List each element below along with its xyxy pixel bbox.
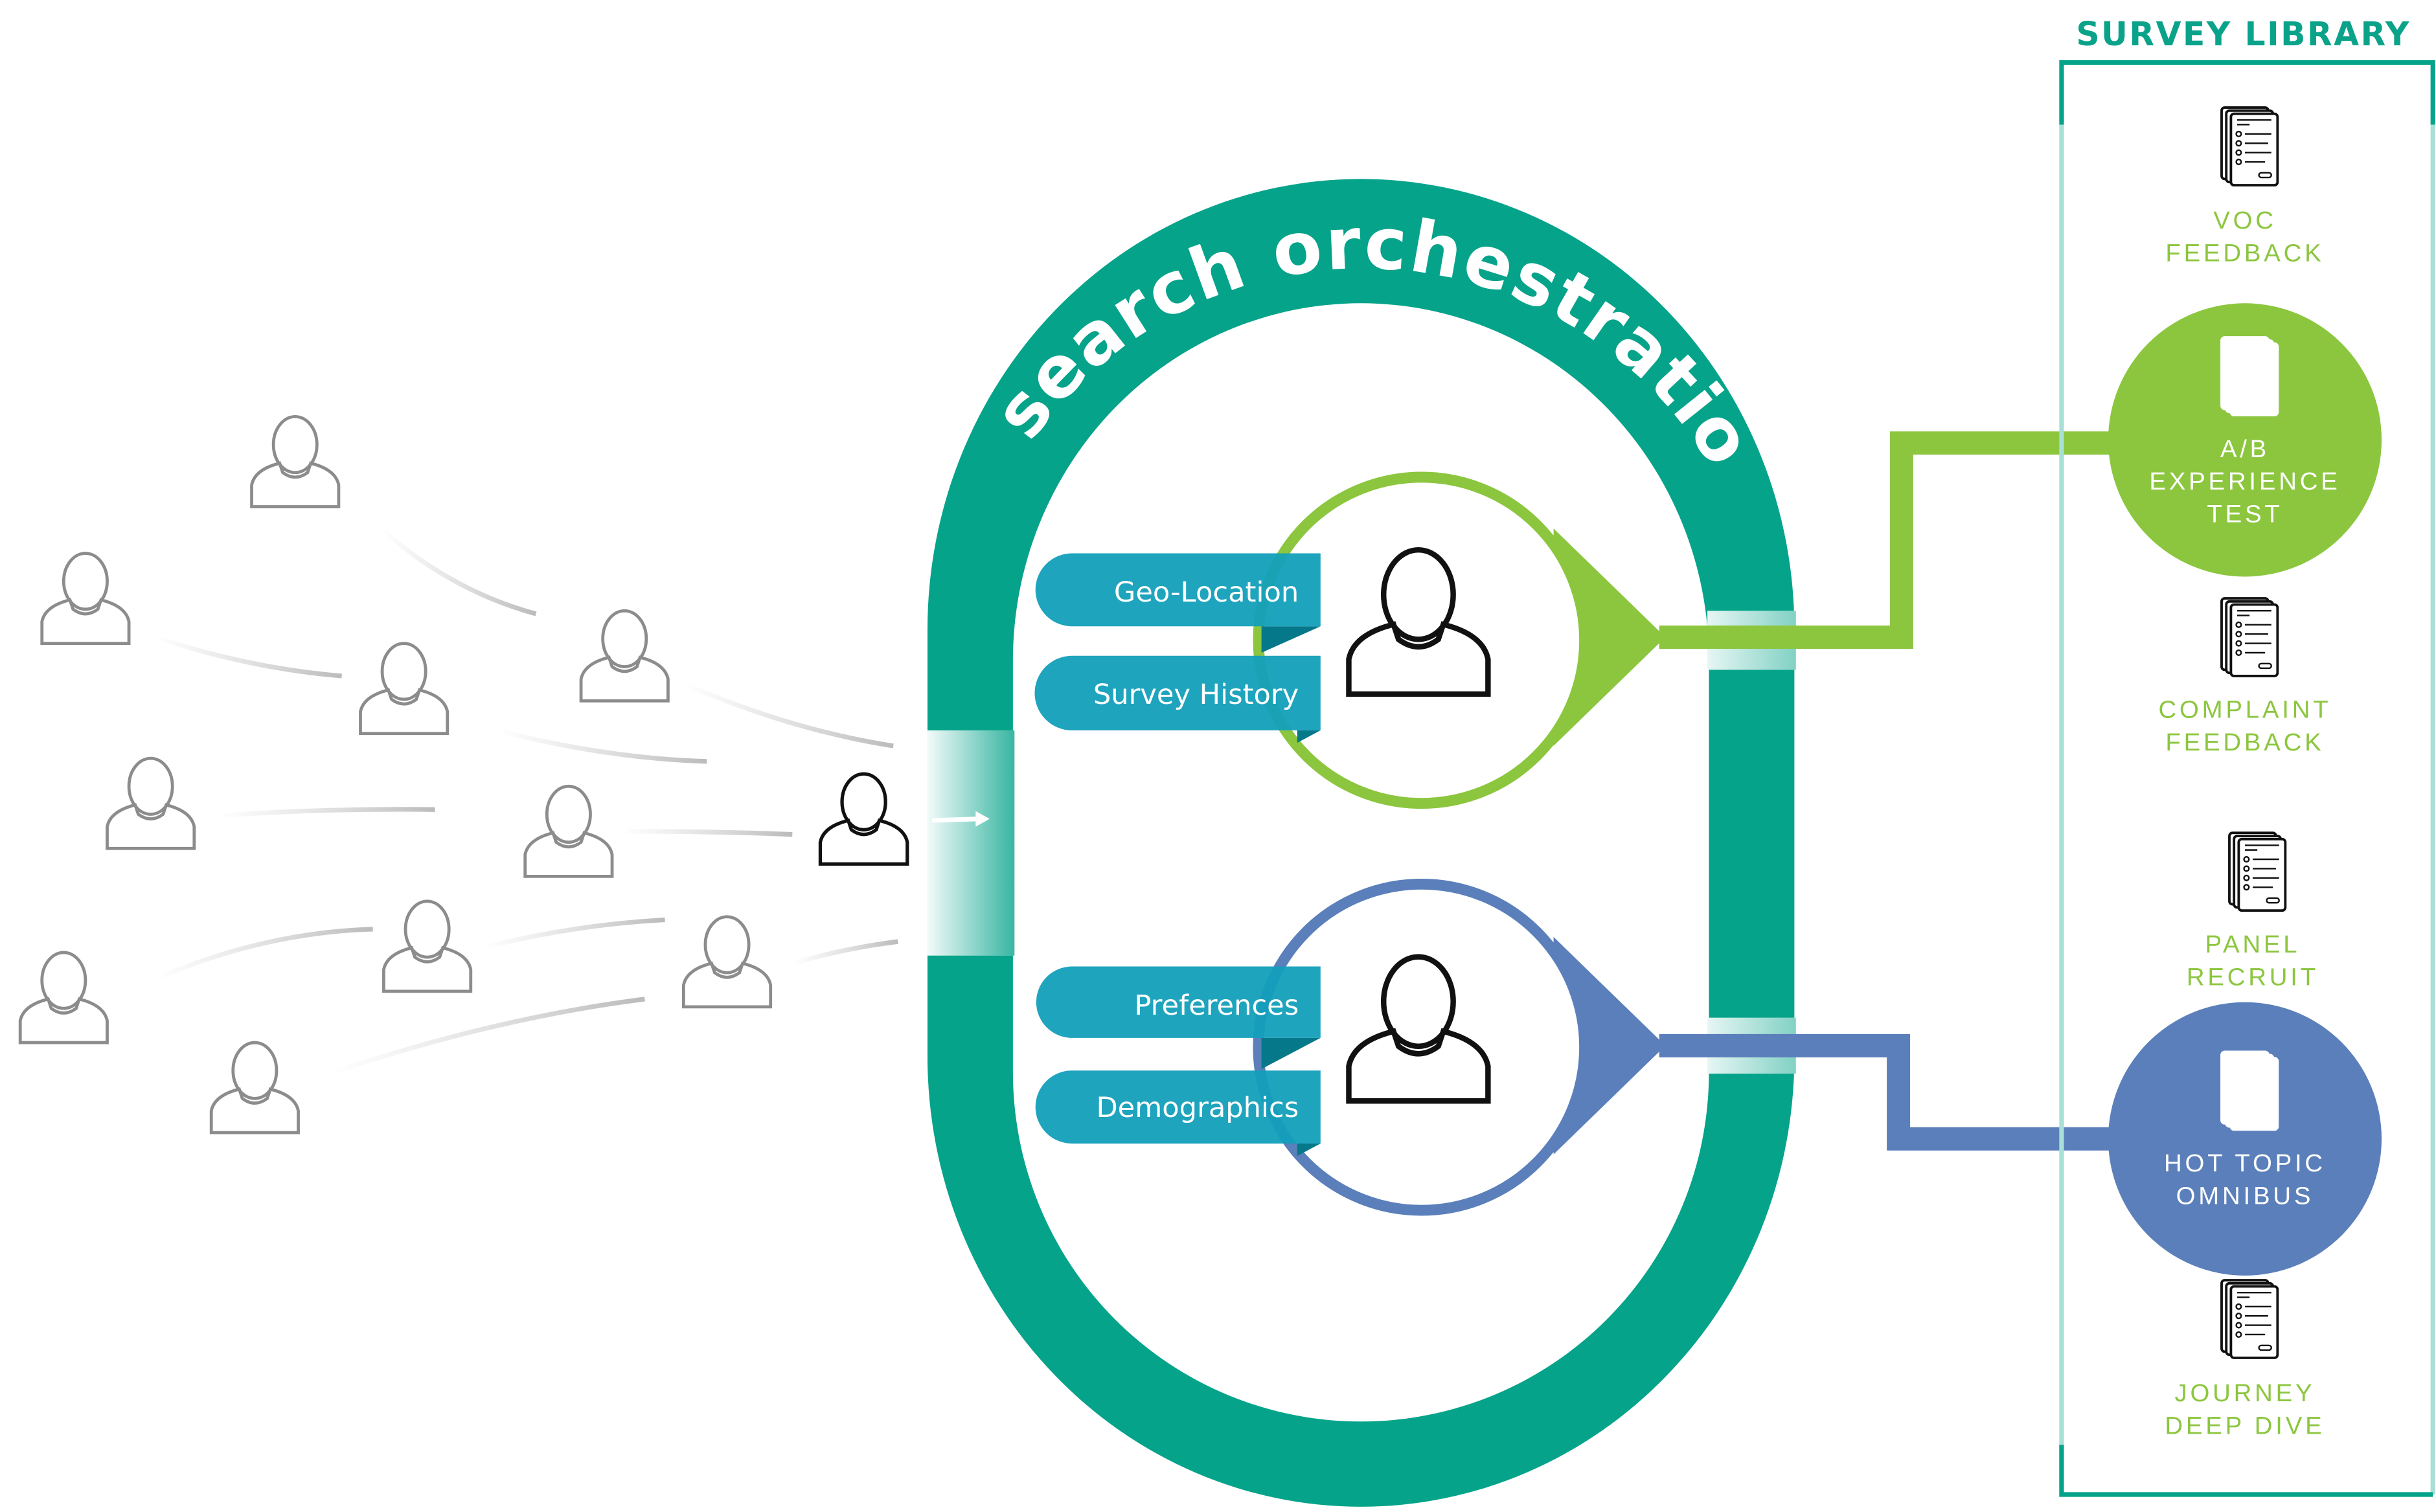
survey-document-icon xyxy=(2220,597,2279,677)
survey-item-ab-experience-test[interactable]: A/B EXPERIENCE TEST xyxy=(2149,336,2340,528)
svg-text:COMPLAINT: COMPLAINT xyxy=(2158,696,2331,724)
person-icon xyxy=(20,953,107,1043)
green-connector xyxy=(1659,431,2113,649)
svg-text:Survey History: Survey History xyxy=(1093,679,1299,711)
person-icon xyxy=(683,917,770,1007)
survey-item-panel-recruit[interactable]: PANEL RECRUIT xyxy=(2187,831,2319,991)
tag-demographics: Demographics xyxy=(1035,1070,1321,1157)
person-icon xyxy=(581,611,668,701)
survey-item-hot-topic-omnibus[interactable]: HOT TOPIC OMNIBUS xyxy=(2164,1050,2326,1210)
survey-library-title: SURVEY LIBRARY xyxy=(2076,15,2410,53)
svg-text:HOT TOPIC: HOT TOPIC xyxy=(2164,1149,2326,1177)
person-icon xyxy=(42,553,129,643)
survey-document-icon xyxy=(2220,106,2279,186)
blue-connector xyxy=(1659,1033,2113,1151)
svg-text:VOC: VOC xyxy=(2213,207,2277,234)
svg-text:Geo-Location: Geo-Location xyxy=(1114,576,1299,609)
svg-text:PANEL: PANEL xyxy=(2205,931,2300,958)
survey-item-journey-deep-dive[interactable]: JOURNEY DEEP DIVE xyxy=(2165,1279,2325,1439)
svg-text:RECRUIT: RECRUIT xyxy=(2187,963,2319,991)
tag-survey-history: Survey History xyxy=(1034,655,1321,743)
tag-preferences: Preferences xyxy=(1036,966,1321,1069)
survey-document-icon xyxy=(2220,1050,2279,1131)
selected-person-icon xyxy=(820,774,907,864)
svg-text:FEEDBACK: FEEDBACK xyxy=(2165,728,2324,756)
survey-document-icon xyxy=(2220,1279,2279,1359)
customer-profile-female xyxy=(1253,471,1666,809)
survey-library-panel: SURVEY LIBRARY VOC FEEDBACK A/B EXPERIEN… xyxy=(2059,15,2435,1497)
ab-test-highlight xyxy=(2108,303,2382,577)
hot-topic-highlight xyxy=(2108,1002,2382,1276)
svg-text:Preferences: Preferences xyxy=(1134,989,1299,1022)
crowd-people xyxy=(20,416,907,1133)
svg-text:OMNIBUS: OMNIBUS xyxy=(2176,1182,2314,1210)
survey-document-icon xyxy=(2220,336,2279,416)
svg-text:A/B: A/B xyxy=(2220,435,2270,463)
crowd-flow-arrows xyxy=(154,526,898,1075)
diagram-title: research orchestration xyxy=(0,0,1770,482)
svg-text:EXPERIENCE: EXPERIENCE xyxy=(2149,468,2340,495)
person-icon xyxy=(360,644,447,734)
person-icon xyxy=(383,901,470,991)
person-icon xyxy=(108,758,194,848)
svg-text:JOURNEY: JOURNEY xyxy=(2175,1379,2316,1407)
tag-geo-location: Geo-Location xyxy=(1035,553,1321,653)
svg-text:TEST: TEST xyxy=(2207,501,2282,528)
survey-document-icon xyxy=(2228,831,2287,912)
svg-text:FEEDBACK: FEEDBACK xyxy=(2165,240,2324,267)
person-icon xyxy=(252,416,339,506)
person-icon xyxy=(525,786,612,876)
svg-text:Demographics: Demographics xyxy=(1096,1092,1299,1124)
survey-item-complaint-feedback[interactable]: COMPLAINT FEEDBACK xyxy=(2158,597,2331,756)
survey-item-voc-feedback[interactable]: VOC FEEDBACK xyxy=(2165,106,2324,267)
person-icon xyxy=(211,1043,298,1133)
customer-profile-male xyxy=(1253,878,1666,1216)
svg-text:DEEP DIVE: DEEP DIVE xyxy=(2165,1412,2325,1439)
